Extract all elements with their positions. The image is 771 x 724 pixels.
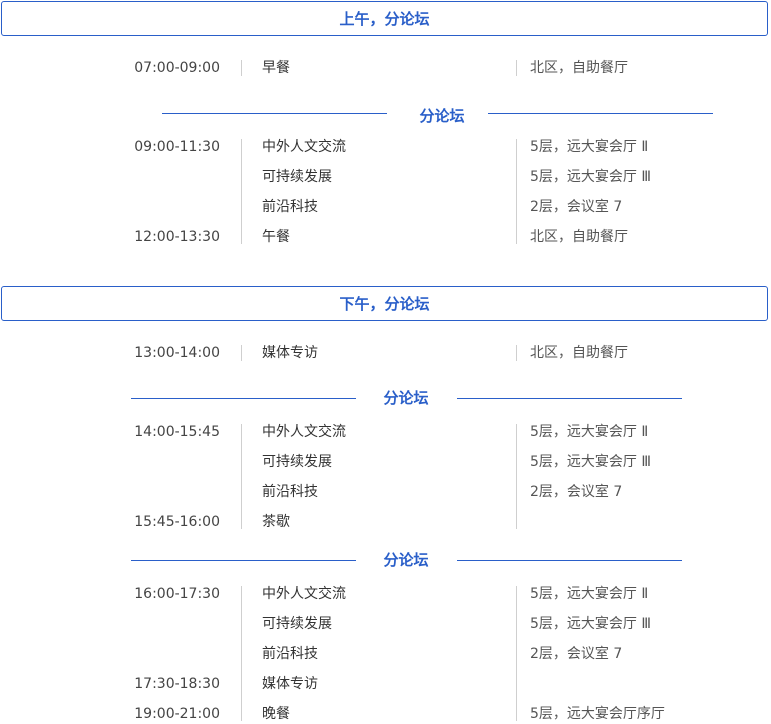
event-location: 5层，远大宴会厅 Ⅱ bbox=[530, 586, 649, 602]
column-divider bbox=[241, 60, 242, 76]
time-slot: 13:00-14:00 bbox=[134, 345, 220, 361]
time-slot: 12:00-13:30 bbox=[134, 229, 220, 245]
column-divider bbox=[516, 139, 517, 244]
section-title: 上午，分论坛 bbox=[339, 10, 430, 28]
column-divider bbox=[241, 586, 242, 721]
schedule-row: 14:00-15:45 中外人文交流 5层，远大宴会厅 Ⅱ bbox=[0, 422, 771, 442]
schedule-row: 前沿科技 2层，会议室 7 bbox=[0, 482, 771, 502]
time-slot: 09:00-11:30 bbox=[134, 139, 220, 155]
event-location: 5层，远大宴会厅 Ⅲ bbox=[530, 616, 652, 632]
event-location: 北区，自助餐厅 bbox=[530, 60, 628, 76]
schedule-row: 19:00-21:00 晚餐 5层，远大宴会厅序厅 bbox=[0, 704, 771, 724]
column-divider bbox=[516, 424, 517, 529]
column-divider bbox=[516, 60, 517, 76]
subheading-rule-right bbox=[457, 560, 682, 561]
column-divider bbox=[241, 139, 242, 244]
time-slot: 19:00-21:00 bbox=[134, 706, 220, 722]
schedule-row: 15:45-16:00 茶歇 bbox=[0, 512, 771, 532]
event-name: 媒体专访 bbox=[262, 345, 318, 361]
schedule-row: 前沿科技 2层，会议室 7 bbox=[0, 644, 771, 664]
subsection-title: 分论坛 bbox=[383, 551, 429, 569]
schedule-row: 可持续发展 5层，远大宴会厅 Ⅲ bbox=[0, 614, 771, 634]
event-name: 可持续发展 bbox=[262, 169, 332, 185]
time-slot: 07:00-09:00 bbox=[134, 60, 220, 76]
event-location: 2层，会议室 7 bbox=[530, 199, 623, 215]
time-slot: 16:00-17:30 bbox=[134, 586, 220, 602]
subsection-title: 分论坛 bbox=[419, 107, 465, 125]
time-slot: 15:45-16:00 bbox=[134, 514, 220, 530]
event-name: 晚餐 bbox=[262, 706, 290, 722]
subheading-rule-right bbox=[488, 113, 713, 114]
event-name: 茶歇 bbox=[262, 514, 290, 530]
section-title: 下午，分论坛 bbox=[339, 295, 430, 313]
schedule-row: 09:00-11:30 中外人文交流 5层，远大宴会厅 Ⅱ bbox=[0, 137, 771, 157]
event-name: 中外人文交流 bbox=[262, 139, 346, 155]
column-divider bbox=[241, 424, 242, 529]
event-location: 5层，远大宴会厅 Ⅱ bbox=[530, 424, 649, 440]
morning-section-banner: 上午，分论坛 bbox=[1, 1, 768, 36]
subsection-title: 分论坛 bbox=[383, 389, 429, 407]
subheading-rule-right bbox=[457, 398, 682, 399]
column-divider bbox=[516, 345, 517, 361]
event-name: 中外人文交流 bbox=[262, 586, 346, 602]
schedule-row: 13:00-14:00 媒体专访 北区，自助餐厅 bbox=[0, 343, 771, 363]
schedule-row: 前沿科技 2层，会议室 7 bbox=[0, 197, 771, 217]
column-divider bbox=[241, 345, 242, 361]
schedule-row: 17:30-18:30 媒体专访 bbox=[0, 674, 771, 694]
subheading-rule-left bbox=[162, 113, 387, 114]
event-location: 5层，远大宴会厅 Ⅱ bbox=[530, 139, 649, 155]
event-name: 前沿科技 bbox=[262, 484, 318, 500]
time-slot: 14:00-15:45 bbox=[134, 424, 220, 440]
event-name: 可持续发展 bbox=[262, 616, 332, 632]
subheading-rule-left bbox=[131, 398, 356, 399]
column-divider bbox=[516, 586, 517, 721]
event-name: 早餐 bbox=[262, 60, 290, 76]
schedule-row: 07:00-09:00 早餐 北区，自助餐厅 bbox=[0, 58, 771, 78]
event-name: 前沿科技 bbox=[262, 646, 318, 662]
event-location: 5层，远大宴会厅序厅 bbox=[530, 706, 665, 722]
event-location: 2层，会议室 7 bbox=[530, 646, 623, 662]
event-location: 5层，远大宴会厅 Ⅲ bbox=[530, 169, 652, 185]
schedule-row: 16:00-17:30 中外人文交流 5层，远大宴会厅 Ⅱ bbox=[0, 584, 771, 604]
event-location: 北区，自助餐厅 bbox=[530, 345, 628, 361]
schedule-row: 12:00-13:30 午餐 北区，自助餐厅 bbox=[0, 227, 771, 247]
afternoon-section-banner: 下午，分论坛 bbox=[1, 286, 768, 321]
event-name: 中外人文交流 bbox=[262, 424, 346, 440]
schedule-row: 可持续发展 5层，远大宴会厅 Ⅲ bbox=[0, 167, 771, 187]
event-name: 午餐 bbox=[262, 229, 290, 245]
event-location: 2层，会议室 7 bbox=[530, 484, 623, 500]
event-name: 可持续发展 bbox=[262, 454, 332, 470]
event-name: 前沿科技 bbox=[262, 199, 318, 215]
event-location: 北区，自助餐厅 bbox=[530, 229, 628, 245]
schedule-row: 可持续发展 5层，远大宴会厅 Ⅲ bbox=[0, 452, 771, 472]
event-name: 媒体专访 bbox=[262, 676, 318, 692]
time-slot: 17:30-18:30 bbox=[134, 676, 220, 692]
subheading-rule-left bbox=[131, 560, 356, 561]
event-location: 5层，远大宴会厅 Ⅲ bbox=[530, 454, 652, 470]
